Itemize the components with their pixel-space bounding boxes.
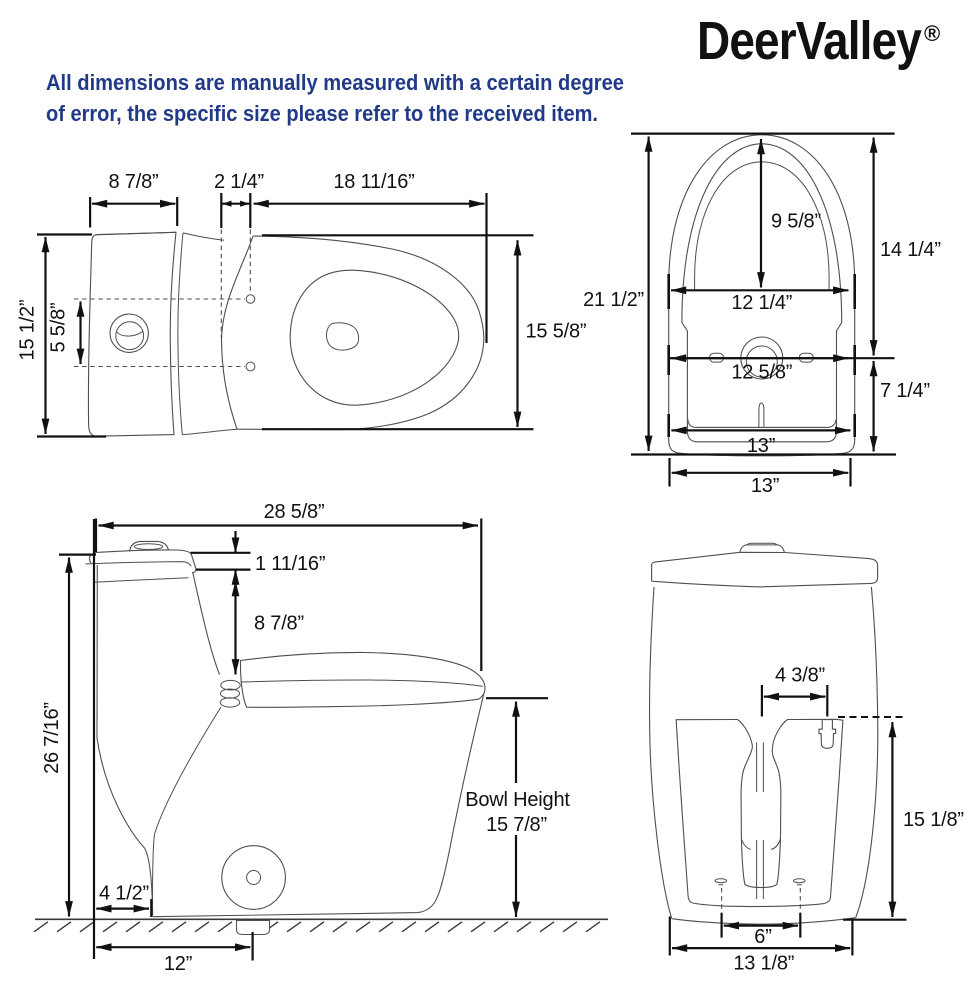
svg-text:8 7/8”: 8 7/8” [254,613,304,635]
svg-text:9 5/8”: 9 5/8” [771,211,821,233]
svg-text:18 11/16”: 18 11/16” [333,171,414,193]
svg-text:15 5/8”: 15 5/8” [526,321,587,343]
svg-text:15 1/2”: 15 1/2” [17,300,39,361]
svg-text:2 1/4”: 2 1/4” [214,171,264,193]
svg-text:13”: 13” [751,475,779,497]
svg-text:of error, the specific size pl: of error, the specific size please refer… [46,101,598,126]
svg-text:13 1/8”: 13 1/8” [733,953,794,975]
svg-text:15 7/8”: 15 7/8” [486,814,547,836]
svg-text:4 3/8”: 4 3/8” [775,665,825,687]
svg-text:5 5/8”: 5 5/8” [48,303,70,353]
svg-text:28 5/8”: 28 5/8” [264,501,325,523]
svg-text:15 1/8”: 15 1/8” [903,809,964,831]
svg-text:21 1/2”: 21 1/2” [583,289,644,311]
svg-text:Bowl Height: Bowl Height [465,789,570,811]
svg-text:6”: 6” [754,926,771,948]
svg-text:1 11/16”: 1 11/16” [255,553,325,575]
svg-text:®: ® [924,21,940,46]
svg-text:DeerValley: DeerValley [697,11,922,71]
svg-text:14 1/4”: 14 1/4” [880,239,941,261]
svg-text:8 7/8”: 8 7/8” [109,171,159,193]
svg-text:12 5/8”: 12 5/8” [731,362,792,384]
svg-text:13”: 13” [747,435,775,457]
svg-text:4 1/2”: 4 1/2” [99,883,149,905]
svg-text:7 1/4”: 7 1/4” [880,380,930,402]
svg-text:12”: 12” [164,953,192,975]
svg-text:26 7/16”: 26 7/16” [41,702,63,774]
svg-text:All dimensions are manually me: All dimensions are manually measured wit… [46,70,624,95]
svg-text:12 1/4”: 12 1/4” [731,292,792,314]
